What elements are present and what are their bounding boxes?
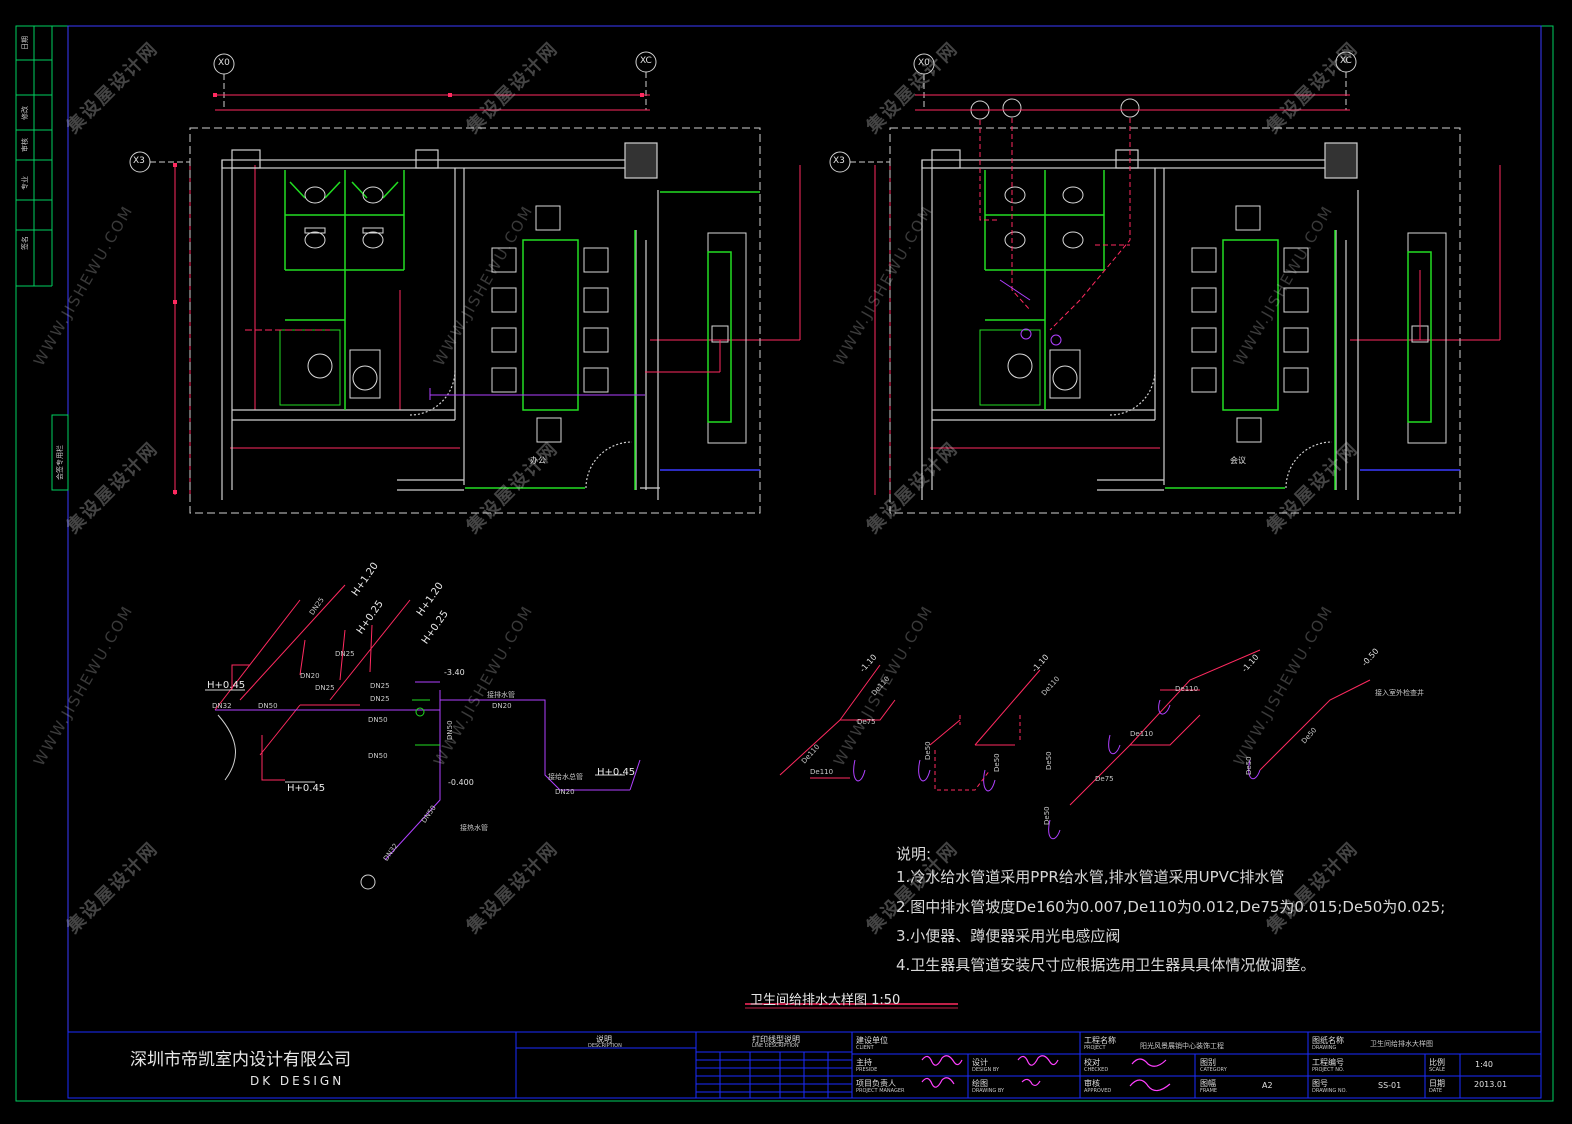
- tb-size-value: A2: [1262, 1081, 1273, 1090]
- notes-heading: 说明:: [896, 845, 932, 863]
- tb-drawing-no-label: 图号: [1312, 1079, 1328, 1088]
- tb-review-sub: APPROVED: [1084, 1088, 1112, 1094]
- axo-note: 接热水管: [460, 824, 488, 832]
- tb-pm-sub: PROJECT MANAGER: [856, 1088, 905, 1094]
- tb-print-label: 打印线型说明: [752, 1035, 800, 1044]
- pipe-size-label: De75: [857, 718, 876, 726]
- axo-note: 接入室外检查井: [1375, 689, 1424, 697]
- tb-check-label: 校对: [1084, 1058, 1100, 1067]
- pipe-size-label: DN20: [555, 788, 575, 796]
- tb-pm-label: 项目负责人: [856, 1079, 896, 1088]
- margin-vertical-text: 会签专用栏: [56, 445, 64, 480]
- signature-marks: [921, 1055, 1171, 1092]
- tb-size-sub: FRAME: [1200, 1088, 1218, 1094]
- tb-project-no-sub: PROJECT NO.: [1312, 1067, 1345, 1073]
- floor-plan-drainage: [829, 51, 1501, 514]
- margin-label-review: 审核: [21, 138, 29, 152]
- axis-label-xc-right: XC: [1340, 56, 1352, 66]
- room-label-right: 会议: [1230, 456, 1246, 465]
- pipe-size-label: DN50: [368, 716, 388, 724]
- axis-label-x0-right: X0: [918, 58, 930, 68]
- axis-label-x3-right: X3: [833, 156, 845, 166]
- pipe-size-label: DN50: [258, 702, 278, 710]
- tb-drawing-name-value: 卫生间给排水大样图: [1370, 1040, 1433, 1048]
- tb-client-label: 建设单位: [856, 1036, 888, 1045]
- drawing-title: 卫生间给排水大样图 1:50: [750, 993, 901, 1008]
- tb-lead-sub: PRESIDE: [856, 1067, 878, 1073]
- note-item-3: 3.小便器、蹲便器采用光电感应阀: [896, 927, 1121, 945]
- pipe-size-label: De110: [1130, 730, 1154, 738]
- tb-date-label: 日期: [1429, 1079, 1445, 1088]
- sheet-frame: [15, 25, 1554, 1102]
- axo-note: 接给水总管: [548, 773, 583, 781]
- company-brand: DK DESIGN: [250, 1074, 345, 1088]
- tb-drawing-name-label: 图纸名称: [1312, 1036, 1344, 1045]
- pipe-size-label: De50: [993, 753, 1001, 772]
- tb-project-label: 工程名称: [1084, 1036, 1116, 1045]
- tb-description-label: 说明: [596, 1035, 612, 1044]
- elev-label: -3.40: [444, 668, 465, 677]
- tb-project-value: 阳光风景展销中心装饰工程: [1140, 1042, 1224, 1050]
- pipe-size-label: DN50: [368, 752, 388, 760]
- pipe-size-label: De110: [1175, 685, 1199, 693]
- company-name: 深圳市帝凯室内设计有限公司: [130, 1050, 351, 1070]
- title-block-frame: [67, 1031, 1542, 1099]
- tb-check-sub: CHECKED: [1084, 1067, 1109, 1073]
- note-item-4: 4.卫生器具管道安装尺寸应根据选用卫生器具具体情况做调整。: [896, 956, 1316, 974]
- elev-label: -0.400: [448, 778, 474, 787]
- tb-drawn-sub: DRAWING BY: [972, 1088, 1005, 1094]
- tb-print-sub: LINE DESCRIPTION: [752, 1043, 799, 1049]
- elev-label: H+0.45: [207, 680, 246, 691]
- tb-client-sub: CLIENT: [856, 1045, 874, 1051]
- tb-drawing-no-value: SS-01: [1378, 1081, 1402, 1090]
- axis-label-xc-left: XC: [640, 56, 652, 66]
- pipe-size-label: DN20: [300, 672, 320, 680]
- tb-date-value: 2013.01: [1474, 1080, 1508, 1089]
- axis-label-x0-left: X0: [218, 58, 230, 68]
- tb-scale-value: 1:40: [1475, 1060, 1493, 1069]
- tb-review-label: 审核: [1084, 1079, 1100, 1088]
- tb-size-label: 图幅: [1200, 1079, 1216, 1088]
- tb-design-sub: DESIGN BY: [972, 1067, 1000, 1073]
- tb-lead-label: 主持: [856, 1058, 872, 1067]
- tb-project-no-label: 工程编号: [1312, 1058, 1344, 1067]
- supply-axonometric: [205, 584, 641, 890]
- tb-design-label: 设计: [972, 1058, 988, 1067]
- tb-scale-label: 比例: [1429, 1058, 1445, 1067]
- room-label-left: 办公: [530, 456, 546, 465]
- tb-description-sub: DESCRIPTION: [588, 1043, 622, 1049]
- tb-project-sub: PROJECT: [1084, 1045, 1106, 1051]
- axo-note: 接排水管: [487, 691, 515, 699]
- pipe-size-label: DN25: [315, 684, 335, 692]
- floor-plan-water-supply: [129, 51, 801, 514]
- tb-drawn-label: 绘图: [972, 1079, 988, 1088]
- axis-label-x3-left: X3: [133, 156, 145, 166]
- margin-label-revise: 修改: [21, 106, 29, 120]
- pipe-size-label: De110: [810, 768, 834, 776]
- pipe-size-label: De75: [1095, 775, 1114, 783]
- tb-date-sub: DATE: [1429, 1088, 1443, 1094]
- pipe-size-label: DN25: [335, 650, 355, 658]
- margin-label-sign: 签名: [21, 236, 29, 250]
- pipe-size-label: DN32: [212, 702, 232, 710]
- margin-label-date: 日期: [21, 36, 29, 50]
- tb-category-sub: CATEGORY: [1200, 1067, 1227, 1073]
- pipe-size-label: DN25: [370, 682, 390, 690]
- pipe-size-label: De50: [924, 741, 932, 760]
- tb-drawing-no-sub: DRAWING NO.: [1312, 1088, 1347, 1094]
- pipe-size-label: DN25: [370, 695, 390, 703]
- pipe-size-label: DN20: [492, 702, 512, 710]
- pipe-size-label: De50: [1045, 751, 1053, 770]
- elev-label: H+0.45: [597, 767, 636, 778]
- note-item-2: 2.图中排水管坡度De160为0.007,De110为0.012,De75为0.…: [896, 898, 1446, 916]
- drainage-axonometric: [779, 649, 1371, 840]
- tb-scale-sub: SCALE: [1429, 1067, 1446, 1073]
- note-item-1: 1.冷水给水管道采用PPR给水管,排水管道采用UPVC排水管: [896, 868, 1285, 886]
- margin-label-discipline: 专业: [21, 176, 29, 190]
- tb-category-label: 图别: [1200, 1058, 1216, 1067]
- tb-drawing-name-sub: DRAWING: [1312, 1045, 1337, 1051]
- pipe-size-label: De50: [1043, 806, 1051, 825]
- elev-label: H+0.45: [287, 783, 326, 794]
